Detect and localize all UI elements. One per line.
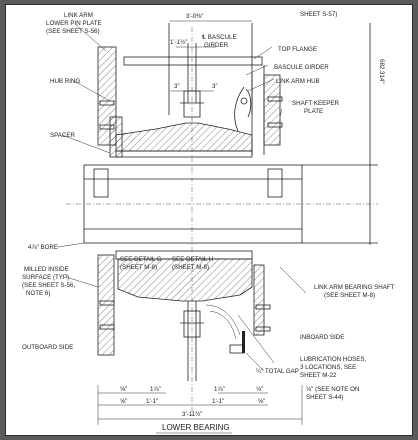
dim-bottom-overall: 3'-11½" (182, 411, 202, 418)
caption: LOWER BEARING (162, 423, 230, 432)
dimension-lines (97, 20, 303, 425)
leader-lines (57, 24, 307, 372)
dim-top-overall: 3'-0⅜" (186, 13, 203, 20)
girder-geometry (97, 23, 283, 417)
dim-row1-c: 1⅞" (214, 386, 225, 393)
label-detail-g-2: (SHEET M-8) (120, 264, 157, 271)
shaft-body (66, 23, 378, 245)
label-milled-1: MILLED INSIDE (24, 266, 69, 273)
dim-top-right-half: 3" (212, 83, 218, 90)
label-spacer: SPACER (50, 132, 76, 139)
dim-top-inner: 1'-1½" (170, 39, 187, 46)
label-lubrication-1: LUBRICATION HOSES, (300, 356, 367, 363)
label-detail-h-1: SEE DETAIL H (172, 256, 213, 263)
label-bearing-shaft-2: (SEE SHEET M-8) (324, 292, 375, 299)
label-total-gap: ¼" TOTAL GAP (256, 368, 299, 375)
label-lubrication-3: SHEET M-22 (300, 372, 337, 379)
label-detail-h-2: (SHEET M-8) (172, 264, 209, 271)
label-outboard-side: OUTBOARD SIDE (22, 344, 73, 351)
dim-row2-b: 1'-1" (146, 398, 158, 405)
label-milled-2: SURFACE (TYP) (22, 274, 69, 281)
dim-row1-d: ⅛" (256, 386, 263, 393)
dim-row2-d: ⅝" (258, 398, 265, 405)
dim-top-left-half: 3" (174, 83, 180, 90)
dim-row2-c: 1'-1" (212, 398, 224, 405)
label-shaft-keeper-2: PLATE (304, 108, 323, 115)
drawing-sheet: SHEET S-57) LINK ARM LOWER PIN PLATE (SE… (6, 5, 412, 435)
sheet-ref-top: SHEET S-57) (300, 11, 337, 18)
lower-hub (97, 250, 271, 381)
labels: SHEET S-57) LINK ARM LOWER PIN PLATE (SE… (22, 11, 395, 401)
label-bascule-girder-cl-1: ℄ BASCULE (201, 34, 237, 41)
label-bearing-shaft-1: LINK ARM BEARING SHAFT (314, 284, 395, 291)
label-milled-4: NOTE 6) (26, 290, 50, 297)
label-see-note-2: SHEET S-44) (306, 394, 343, 401)
label-top-flange: TOP FLANGE (278, 46, 317, 53)
dim-row1-b: 1⅞" (150, 386, 161, 393)
label-shaft-keeper-1: SHAFT KEEPER (292, 100, 340, 107)
upper-hub (109, 116, 253, 158)
label-hub-ring: HUB RING (50, 78, 80, 85)
dim-row2-a: ⅝" (120, 398, 127, 405)
dim-vertical-right: 682.314" (378, 59, 385, 84)
label-bascule-girder-cl-2: GIRDER (204, 42, 229, 49)
dim-row1-a: ⅝" (120, 386, 127, 393)
label-bascule-girder: BASCULE GIRDER (274, 64, 329, 71)
label-lubrication-2: 3 LOCATIONS, SEE (300, 364, 356, 371)
label-link-arm-hub: LINK ARM HUB (276, 78, 320, 85)
label-link-arm-line3: (SEE SHEET S-56) (46, 28, 100, 35)
label-link-arm-line1: LINK ARM (64, 12, 93, 19)
dimension-text: 3'-0⅜" 1'-1½" 3" 3" 682.314" ⅝" 1⅞" 1⅞" … (120, 13, 385, 418)
bearing-drawing: SHEET S-57) LINK ARM LOWER PIN PLATE (SE… (22, 11, 395, 434)
label-bore: 4⅞" BORE (28, 244, 58, 251)
label-see-note-1: ⅛" (SEE NOTE ON (306, 386, 359, 393)
label-milled-3: (SEE SHEET S-56, (22, 282, 75, 289)
label-link-arm-line2: LOWER PIN PLATE (46, 20, 102, 27)
label-detail-g-1: SEE DETAIL G (120, 256, 162, 263)
label-inboard-side: INBOARD SIDE (300, 334, 344, 341)
